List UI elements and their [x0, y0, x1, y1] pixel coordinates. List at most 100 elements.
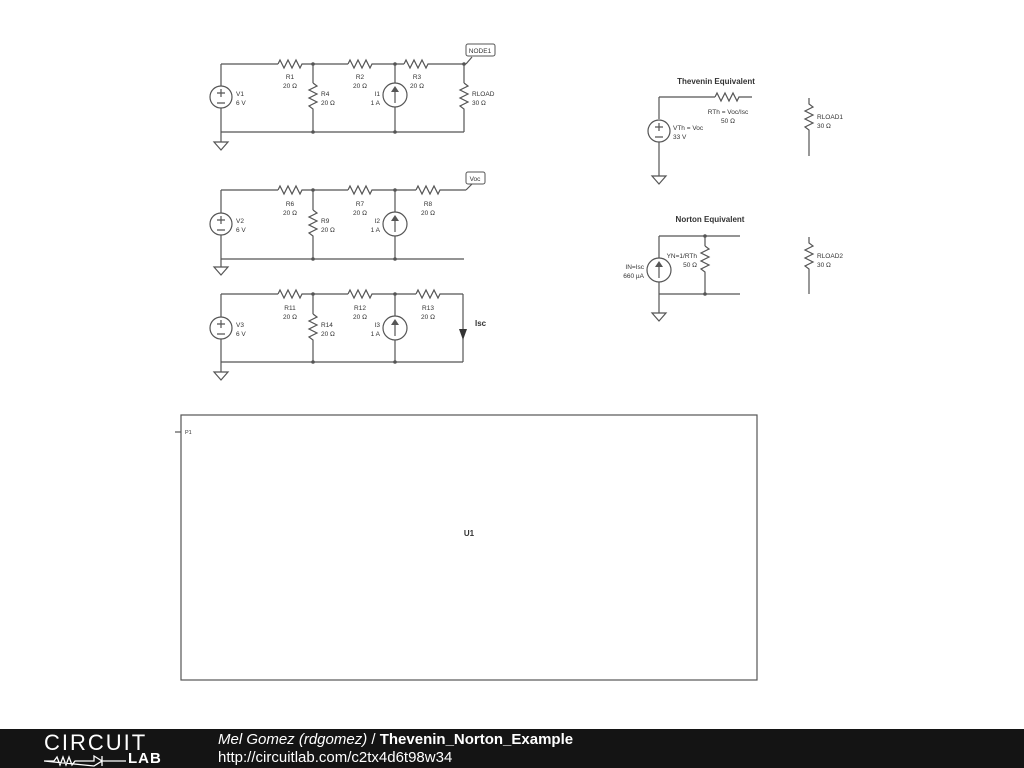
voltage-source-vth-id: VTh = Voc — [673, 125, 704, 132]
voltage-source-v3-id: V3 — [236, 322, 244, 329]
project-name[interactable]: Thevenin_Norton_Example — [379, 731, 574, 748]
resistor-r13[interactable]: R13 20 Ω — [415, 288, 442, 321]
resistor-r11[interactable]: R11 20 Ω — [277, 288, 304, 321]
subcircuit-pin-p1: P1 — [185, 430, 192, 436]
resistor-r14[interactable]: R14 20 Ω — [307, 313, 335, 343]
resistor-r7-id: R7 — [356, 201, 365, 208]
resistor-rload2-value: 30 Ω — [817, 262, 831, 269]
schematic-canvas: R1 20 Ω R2 20 Ω R3 20 Ω R4 20 Ω RLOAD 30… — [175, 43, 843, 681]
isc-current-arrow: Isc — [459, 319, 487, 340]
resistor-yn-id: YN=1/RTh — [667, 253, 698, 260]
node-dots — [311, 292, 397, 364]
resistor-rload1[interactable]: RLOAD1 30 Ω — [803, 98, 843, 156]
title-separator: / — [367, 731, 380, 748]
current-source-i3[interactable]: I3 1 A — [371, 315, 408, 341]
voltage-source-v1-value: 6 V — [236, 100, 246, 107]
resistor-r7-value: 20 Ω — [353, 210, 367, 217]
resistor-r6-value: 20 Ω — [283, 210, 297, 217]
voltage-source-vth[interactable]: VTh = Voc 33 V — [647, 119, 704, 143]
current-source-i1[interactable]: I1 1 A — [371, 82, 408, 108]
isc-label: Isc — [475, 319, 487, 328]
resistor-r6-id: R6 — [286, 201, 295, 208]
current-source-i2-value: 1 A — [371, 227, 381, 234]
footer-bar: CIRCUIT LAB Mel Gomez (rdgomez) / Theven… — [0, 729, 1024, 768]
voltage-source-vth-value: 33 V — [673, 134, 687, 141]
resistor-r8-id: R8 — [424, 201, 433, 208]
logo-waveform-icon — [44, 754, 126, 767]
resistor-r4-id: R4 — [321, 91, 330, 98]
resistor-rth-id: RTh = Voc/Isc — [708, 109, 749, 116]
resistor-r2[interactable]: R2 20 Ω — [347, 58, 374, 90]
current-source-in[interactable]: IN=Isc 660 µA — [623, 257, 672, 283]
node-tag-node1[interactable]: NODE1 — [465, 43, 496, 57]
resistor-r9-id: R9 — [321, 218, 330, 225]
current-source-in-value: 660 µA — [623, 273, 644, 280]
circuitlab-logo[interactable]: CIRCUIT LAB — [44, 732, 179, 768]
voltage-source-v3-value: 6 V — [236, 331, 246, 338]
resistor-rth[interactable]: RTh = Voc/Isc 50 Ω — [708, 91, 749, 125]
resistor-r13-value: 20 Ω — [421, 314, 435, 321]
resistor-r12-id: R12 — [354, 305, 366, 312]
resistor-rload-id: RLOAD — [472, 91, 495, 98]
current-source-i2[interactable]: I2 1 A — [371, 211, 408, 237]
resistor-yn-value: 50 Ω — [683, 262, 697, 269]
resistor-r2-value: 20 Ω — [353, 83, 367, 90]
resistor-r9-value: 20 Ω — [321, 227, 335, 234]
resistor-rth-value: 50 Ω — [721, 118, 735, 125]
voltage-source-v2[interactable]: V2 6 V — [209, 212, 246, 236]
footer-title: Mel Gomez (rdgomez) / Thevenin_Norton_Ex… — [218, 731, 573, 749]
resistor-r14-value: 20 Ω — [321, 331, 335, 338]
current-source-i3-id: I3 — [375, 322, 381, 329]
circuit-1: R1 20 Ω R2 20 Ω R3 20 Ω R4 20 Ω RLOAD 30… — [209, 43, 496, 151]
resistor-r3-value: 20 Ω — [410, 83, 424, 90]
resistor-r4-value: 20 Ω — [321, 100, 335, 107]
circuit-3: Isc R11 20 Ω R12 20 Ω R13 20 Ω R14 20 Ω … — [209, 288, 487, 381]
node-tag-voc[interactable]: Voc — [465, 171, 486, 185]
current-source-i1-id: I1 — [375, 91, 381, 98]
thevenin-title: Thevenin Equivalent — [677, 77, 755, 86]
circuit-3-wires — [212, 293, 464, 381]
resistor-rload2[interactable]: RLOAD2 30 Ω — [803, 237, 843, 294]
voltage-source-v2-value: 6 V — [236, 227, 246, 234]
resistor-yn[interactable]: YN=1/RTh 50 Ω — [667, 245, 711, 275]
current-source-i2-id: I2 — [375, 218, 381, 225]
resistor-r8[interactable]: R8 20 Ω — [415, 184, 442, 217]
resistor-r3-id: R3 — [413, 74, 422, 81]
resistor-r6[interactable]: R6 20 Ω — [277, 184, 304, 217]
current-source-i1-value: 1 A — [371, 100, 381, 107]
circuit-1-wires — [212, 56, 473, 151]
voltage-source-v3[interactable]: V3 6 V — [209, 316, 246, 340]
resistor-r1[interactable]: R1 20 Ω — [277, 58, 304, 90]
resistor-r9[interactable]: R9 20 Ω — [307, 209, 335, 239]
resistor-rload2-id: RLOAD2 — [817, 253, 843, 260]
resistor-r12-value: 20 Ω — [353, 314, 367, 321]
resistor-rload-value: 30 Ω — [472, 100, 486, 107]
resistor-r1-id: R1 — [286, 74, 295, 81]
resistor-r3[interactable]: R3 20 Ω — [403, 58, 430, 90]
thevenin-wires — [650, 96, 752, 185]
node-tag-voc-label: Voc — [470, 176, 482, 183]
subcircuit-u1-label: U1 — [464, 529, 475, 538]
node-dots — [311, 188, 397, 261]
voltage-source-v2-id: V2 — [236, 218, 244, 225]
resistor-r13-id: R13 — [422, 305, 434, 312]
subcircuit-u1[interactable]: P1 U1 — [175, 414, 758, 681]
voltage-source-v1[interactable]: V1 6 V — [209, 85, 246, 109]
norton-equivalent: Norton Equivalent YN=1/RTh 50 Ω IN=Isc 6… — [623, 215, 843, 322]
resistor-r11-value: 20 Ω — [283, 314, 297, 321]
project-url[interactable]: http://circuitlab.com/c2tx4d6t98w34 — [218, 749, 453, 766]
resistor-r12[interactable]: R12 20 Ω — [347, 288, 374, 321]
resistor-r4[interactable]: R4 20 Ω — [307, 82, 335, 112]
author-link[interactable]: Mel Gomez (rdgomez) — [218, 731, 368, 748]
logo-text-circuit: CIRCUIT — [44, 730, 148, 755]
resistor-r11-id: R11 — [284, 305, 296, 312]
thevenin-equivalent: Thevenin Equivalent RTh = Voc/Isc 50 Ω V… — [647, 77, 843, 185]
norton-title: Norton Equivalent — [676, 215, 745, 224]
resistor-rload[interactable]: RLOAD 30 Ω — [458, 82, 495, 112]
resistor-r2-id: R2 — [356, 74, 365, 81]
resistor-r7[interactable]: R7 20 Ω — [347, 184, 374, 217]
current-source-in-id: IN=Isc — [625, 264, 644, 271]
circuit-2: R6 20 Ω R7 20 Ω R8 20 Ω R9 20 Ω V2 6 V — [209, 171, 486, 276]
norton-wires — [650, 235, 740, 322]
resistor-r1-value: 20 Ω — [283, 83, 297, 90]
